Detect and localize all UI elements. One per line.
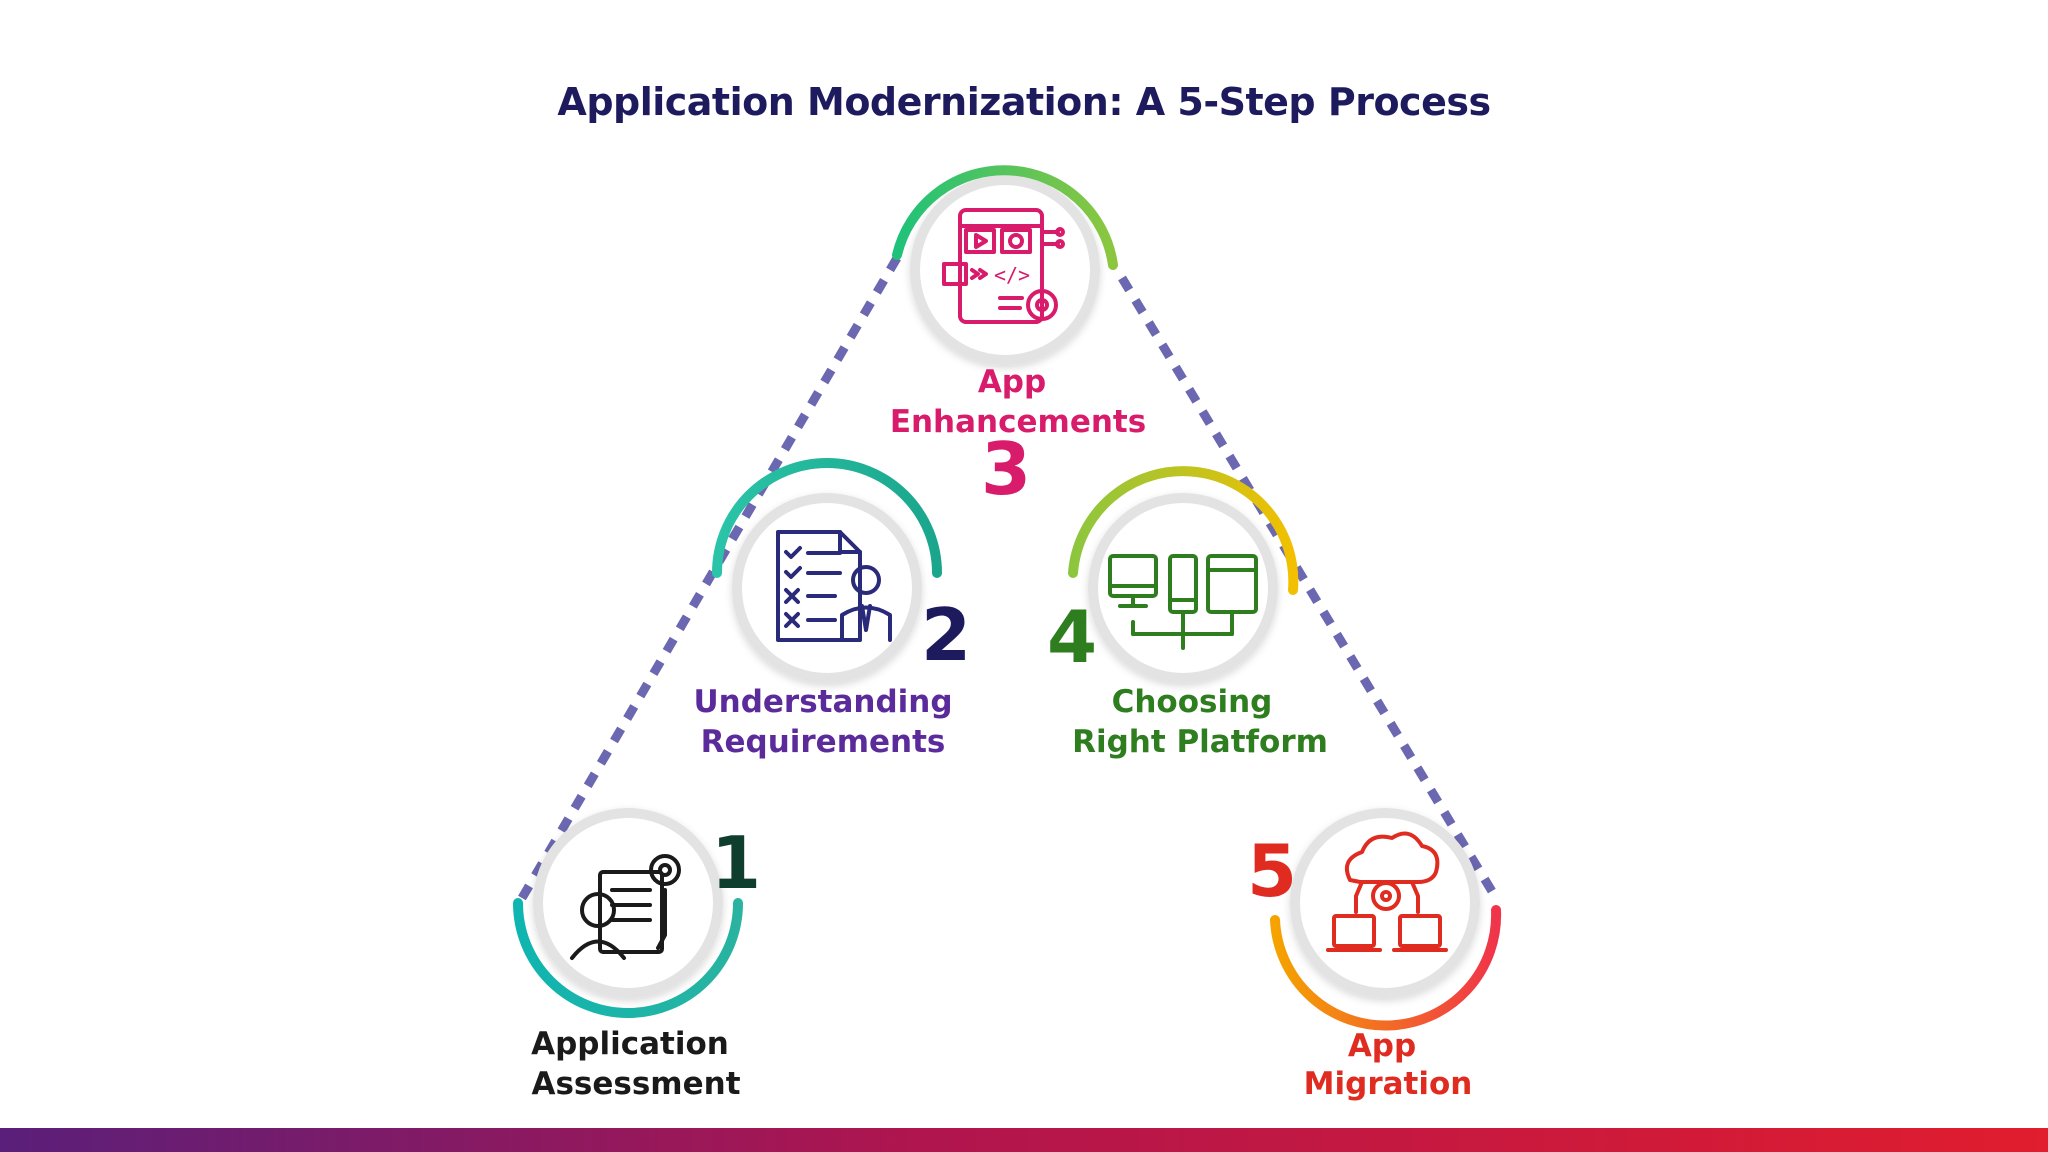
step-3-arc: [892, 165, 1118, 270]
cloud-laptops-icon: [1326, 831, 1448, 952]
step-2: [712, 458, 942, 683]
step-5-number: 5: [1247, 829, 1297, 913]
step-5-arc: [1270, 905, 1502, 1031]
step-2-label-line-2: Requirements: [701, 724, 946, 760]
step-3-number: 3: [981, 427, 1031, 511]
bottom-gradient-bar: [0, 1128, 2048, 1152]
step-5: [1270, 808, 1502, 1031]
step-4-number: 4: [1047, 595, 1097, 679]
connector-lines: [518, 255, 1500, 901]
step-4-label-line-2: Right Platform: [1072, 724, 1328, 760]
person-document-gear-icon: [570, 854, 681, 960]
step-2-arc: [712, 458, 942, 578]
step-5-label-line-2: Migration: [1304, 1066, 1473, 1102]
step-1-number: 1: [711, 821, 761, 905]
diagram-title: Application Modernization: A 5-Step Proc…: [557, 80, 1491, 124]
step-2-label-line-1: Understanding: [693, 684, 952, 720]
step-5-label-line-1: App: [1348, 1028, 1416, 1064]
connector-left: [518, 255, 901, 901]
step-2-ring-bg: [732, 493, 922, 683]
step-2-number: 2: [921, 593, 971, 677]
step-4-label-line-1: Choosing: [1112, 684, 1273, 720]
devices-network-icon: [1108, 554, 1258, 650]
connector-right: [1118, 275, 1500, 901]
checklist-person-icon: [776, 530, 892, 642]
step-3-label-line-1: App: [978, 364, 1046, 400]
step-4: [1068, 466, 1299, 683]
step-3: </>: [892, 165, 1118, 365]
step-1-label-line-1: Application: [531, 1026, 729, 1062]
step-4-arc: [1068, 466, 1299, 595]
step-1-label-line-2: Assessment: [531, 1066, 740, 1102]
app-code-gear-icon: </>: [942, 208, 1065, 324]
step-5-ring-bg: [1290, 808, 1480, 998]
step-1-arc: [513, 898, 743, 1018]
step-1: [513, 808, 743, 1018]
svg-text:</>: </>: [994, 263, 1030, 287]
step-3-label-line-2: Enhancements: [890, 404, 1146, 440]
